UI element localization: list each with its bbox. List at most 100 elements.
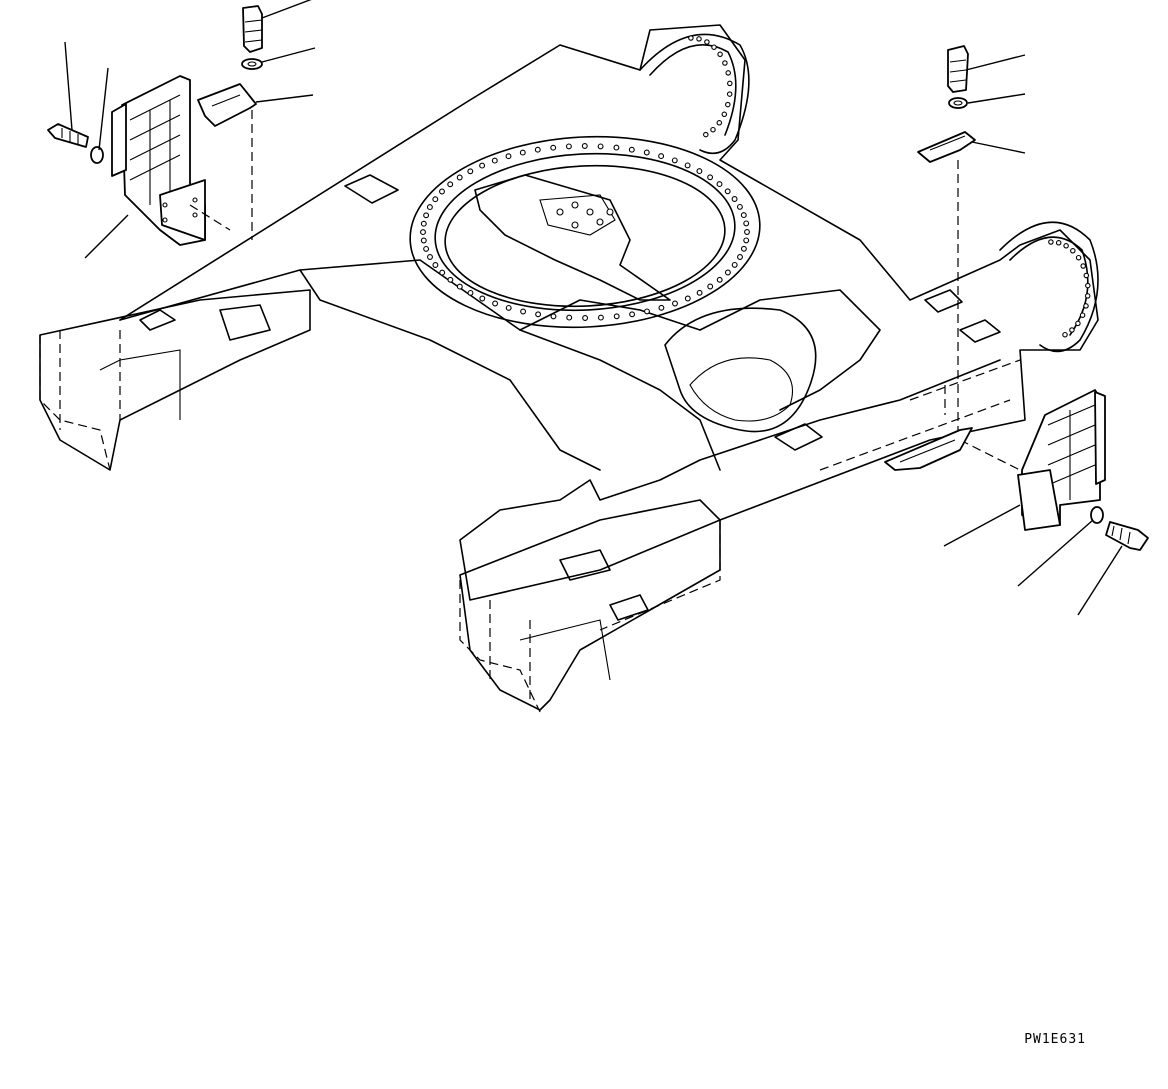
bolt-hole <box>479 295 486 302</box>
bolt-hole <box>565 143 572 150</box>
bolt-hole <box>1063 243 1069 249</box>
washer-right <box>1090 506 1104 524</box>
idler-yoke-rear <box>559 33 750 155</box>
step-assembly-right <box>884 389 1149 616</box>
cover-left <box>197 83 257 127</box>
bolt-hole <box>1080 263 1086 269</box>
bolt-hole <box>644 308 650 315</box>
bolt-hole <box>727 80 733 87</box>
step-plate-on-frame <box>884 427 973 471</box>
bolt-hole <box>597 314 604 321</box>
right-side-member <box>459 499 721 711</box>
bolt-hole <box>597 143 604 150</box>
bolt-hole <box>582 315 589 321</box>
bolt-hole <box>420 220 427 227</box>
bolt-hole <box>1085 282 1091 289</box>
bolt-hole <box>456 174 463 181</box>
bolt-hole <box>439 188 445 195</box>
bolt-hole <box>643 149 650 156</box>
bolt-hole-ring <box>420 143 750 321</box>
bolt-hole <box>447 181 454 188</box>
bolt-hole <box>534 146 541 153</box>
bolt-hole <box>467 168 474 175</box>
bolt-hole <box>1048 239 1054 245</box>
bolt-hole <box>479 162 486 169</box>
bolt-hole <box>721 111 728 118</box>
frame-top-deck <box>119 24 1099 601</box>
bolt-hole <box>427 254 433 260</box>
bolt-hole <box>740 245 747 252</box>
bolt-hole <box>731 196 738 202</box>
bolt-hole <box>744 229 750 235</box>
bolt-hole <box>704 39 710 45</box>
bolt-hole <box>581 143 588 149</box>
bolt-hole <box>726 91 733 97</box>
bolt-hole <box>467 289 474 296</box>
washer-left <box>90 146 104 164</box>
bolt-hole <box>724 269 731 276</box>
bolt-hole <box>711 44 717 50</box>
bolt-hole <box>426 204 433 211</box>
bolt-hole <box>658 153 665 160</box>
cover-plate-front <box>774 423 823 451</box>
washer-top-right <box>948 97 968 109</box>
cover-assembly-left <box>197 0 316 240</box>
track-frame <box>39 24 1099 713</box>
bolt-hole <box>1055 240 1062 246</box>
bolt-hole <box>439 269 446 276</box>
bolt-top-left <box>242 5 263 53</box>
bolt-hole <box>724 188 731 195</box>
bolt-hole <box>672 300 678 307</box>
bolt-hole <box>736 203 743 210</box>
bolt-hole <box>535 311 542 318</box>
bolt-hole <box>731 261 738 268</box>
bolt-hole <box>1079 312 1086 318</box>
bolt-hole <box>710 126 716 133</box>
bolt-hole <box>566 314 573 321</box>
bolt-hole <box>703 131 709 138</box>
bolt-hole <box>420 229 426 236</box>
bolt-hole <box>707 283 714 290</box>
bolt-hole <box>423 245 430 252</box>
bolt-hole <box>743 220 750 227</box>
bolt-hole <box>420 237 427 244</box>
bolt-hole <box>1070 248 1076 254</box>
bolt-hole <box>696 36 702 42</box>
bolt-hole <box>658 304 665 311</box>
bolt-hole <box>707 174 714 181</box>
bolt-hole <box>722 60 728 66</box>
bolt-hole <box>1069 327 1075 333</box>
bolt-hole <box>696 289 703 296</box>
bolt-hole <box>432 196 439 203</box>
bolt-hole <box>613 144 620 151</box>
bolt-hole <box>505 304 512 311</box>
swing-circle <box>409 135 761 329</box>
bolt-top-right <box>947 45 969 93</box>
bolt-right <box>1105 521 1149 551</box>
bolt-hole <box>492 300 499 307</box>
bolt-hole <box>1062 331 1068 338</box>
bolt-hole <box>447 276 454 283</box>
bolt-hole <box>684 295 691 302</box>
bolt-hole <box>743 237 750 244</box>
bolt-hole <box>432 262 439 268</box>
bolt-hole <box>1083 303 1089 309</box>
bolt-hole <box>1075 320 1081 327</box>
bolt-hole <box>1084 293 1091 299</box>
cover-plate-left <box>344 174 399 204</box>
bolt-hole <box>456 283 463 290</box>
bolt-hole <box>520 308 527 315</box>
washer-top-left <box>241 58 263 70</box>
bolt-hole <box>684 162 691 169</box>
bolt-hole <box>737 254 743 260</box>
bolt-hole <box>519 149 526 156</box>
idler-yoke-front <box>999 221 1099 353</box>
bolt-hole <box>491 157 498 164</box>
bolt-hole <box>629 311 636 318</box>
drawing-code: PW1E631 <box>1024 1032 1086 1047</box>
bolt-hole <box>688 35 694 41</box>
bolt-hole <box>1075 254 1082 261</box>
step-assembly-left <box>47 41 231 259</box>
left-side-member <box>39 289 311 471</box>
